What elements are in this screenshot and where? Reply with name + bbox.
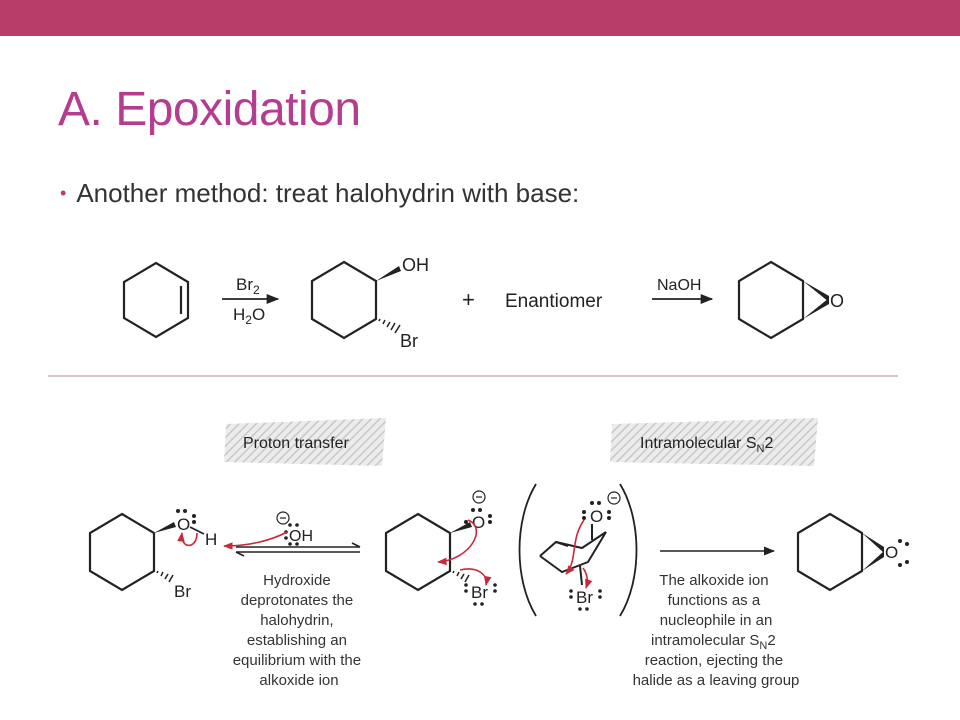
top-accent-bar (0, 0, 960, 36)
arrow-o-to-c (437, 519, 478, 566)
epoxide-product-top (737, 260, 829, 340)
hydroxide-oh: OH (289, 528, 313, 545)
chair-br-lone-pairs (569, 589, 602, 611)
chair-charge (607, 491, 621, 505)
mech1-o: O (177, 515, 190, 534)
svg-text:Proton transfer: Proton transfer (243, 435, 350, 452)
mech-halohydrin (88, 512, 205, 592)
arrow-hydroxide-to-h (223, 531, 288, 550)
arrow-chair-br-leave (582, 567, 593, 589)
mech-epoxide-lone-pairs (898, 539, 909, 567)
arrow-oh-bond-to-o (177, 532, 198, 547)
chair-o-lone-pairs (582, 501, 611, 520)
reagent-br2: Br2 (236, 275, 260, 297)
bullet-point: • Another method: treat halohydrin with b… (60, 178, 579, 209)
mech2-lone-pairs (464, 508, 492, 524)
chair-o: O (590, 507, 603, 526)
slide-title: A. Epoxidation (58, 83, 361, 136)
epoxide-o-top: O (830, 291, 844, 311)
equilibrium-arrows (235, 542, 361, 557)
label-br-top: Br (400, 331, 418, 351)
reagent-naoh: NaOH (657, 277, 701, 294)
enantiomer-label: Enantiomer (505, 291, 603, 312)
reagent-h2o: H2O (233, 305, 265, 327)
chair-br: Br (576, 588, 593, 607)
label-oh-top: OH (402, 255, 429, 275)
plus-sign: + (462, 287, 475, 312)
step2-caption-sn2-line: intramolecular SN2 (651, 632, 776, 652)
step2-caption: The alkoxide ion functions as a nucleoph… (659, 572, 772, 629)
mech-epoxide-o: O (885, 543, 898, 562)
mech1-br: Br (174, 582, 191, 601)
mech1-lone-pairs (176, 509, 196, 524)
bullet-dot: • (60, 183, 67, 203)
bullet-text: Another method: treat halohydrin with ba… (76, 178, 580, 208)
chair-conformer (518, 483, 638, 617)
mech-epoxide-product (796, 512, 884, 592)
mech1-h: H (205, 530, 217, 549)
arrow-chair-o-attack (565, 519, 585, 575)
svg-text:Intramolecular SN2: Intramolecular SN2 (640, 435, 773, 455)
cyclohexene-molecule (122, 261, 190, 339)
arrow-cbr-to-br (459, 568, 492, 586)
mech2-br-lone-pairs (464, 583, 497, 606)
banner-intramolecular-sn2: Intramolecular SN2 (610, 418, 818, 466)
banner-proton-transfer: Proton transfer (224, 418, 386, 466)
step2-caption-end: reaction, ejecting the halide as a leavi… (633, 652, 800, 689)
mech2-o: O (472, 513, 485, 532)
mech2-charge (472, 490, 486, 504)
mech2-br: Br (471, 583, 488, 602)
step1-caption: Hydroxide deprotonates the halohydrin, e… (233, 572, 366, 689)
mech-alkoxide (384, 512, 472, 592)
bromohydrin-molecule (310, 260, 401, 340)
